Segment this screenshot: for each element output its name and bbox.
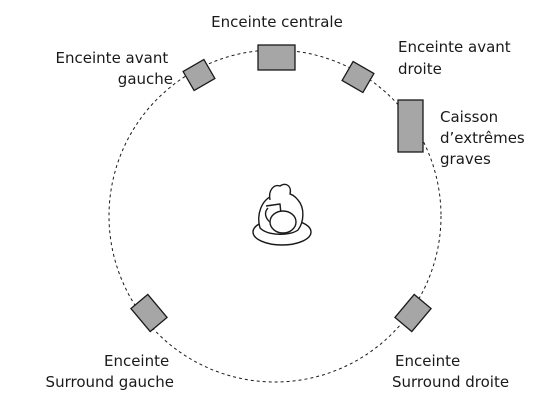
- surround-left-speaker-icon: [130, 293, 168, 333]
- surround-right-speaker-label: Enceinte Surround droite: [392, 352, 509, 391]
- surround-right-speaker-icon: [394, 293, 432, 333]
- front-left-label-line1: Enceinte avant: [56, 49, 169, 67]
- front-right-speaker-label: Enceinte avant droite: [398, 38, 515, 78]
- front-right-label-line2: droite: [398, 60, 442, 78]
- listener-icon: [252, 183, 312, 246]
- front-right-speaker-icon: [341, 60, 375, 94]
- surround-right-label-line2: Surround droite: [392, 373, 509, 391]
- center-speaker-icon: [257, 44, 296, 71]
- front-left-speaker-icon: [182, 58, 216, 92]
- surround-left-speaker-label: Enceinte Surround gauche: [46, 352, 174, 391]
- surround-left-label-line1: Enceinte: [104, 352, 169, 370]
- subwoofer-icon: [397, 99, 424, 153]
- front-left-label-line2: gauche: [118, 70, 173, 88]
- subwoofer-label-line1: Caisson: [440, 108, 498, 126]
- center-speaker-label: Enceinte centrale: [211, 13, 343, 31]
- front-right-label-line1: Enceinte avant: [398, 38, 511, 56]
- surround-left-label-line2: Surround gauche: [46, 373, 174, 391]
- subwoofer-label: Caisson d’extrêmes graves: [440, 108, 530, 168]
- subwoofer-label-line2: d’extrêmes: [440, 129, 525, 147]
- subwoofer-label-line3: graves: [440, 150, 491, 168]
- front-left-speaker-label: Enceinte avant gauche: [56, 49, 173, 88]
- surround-right-label-line1: Enceinte: [395, 352, 460, 370]
